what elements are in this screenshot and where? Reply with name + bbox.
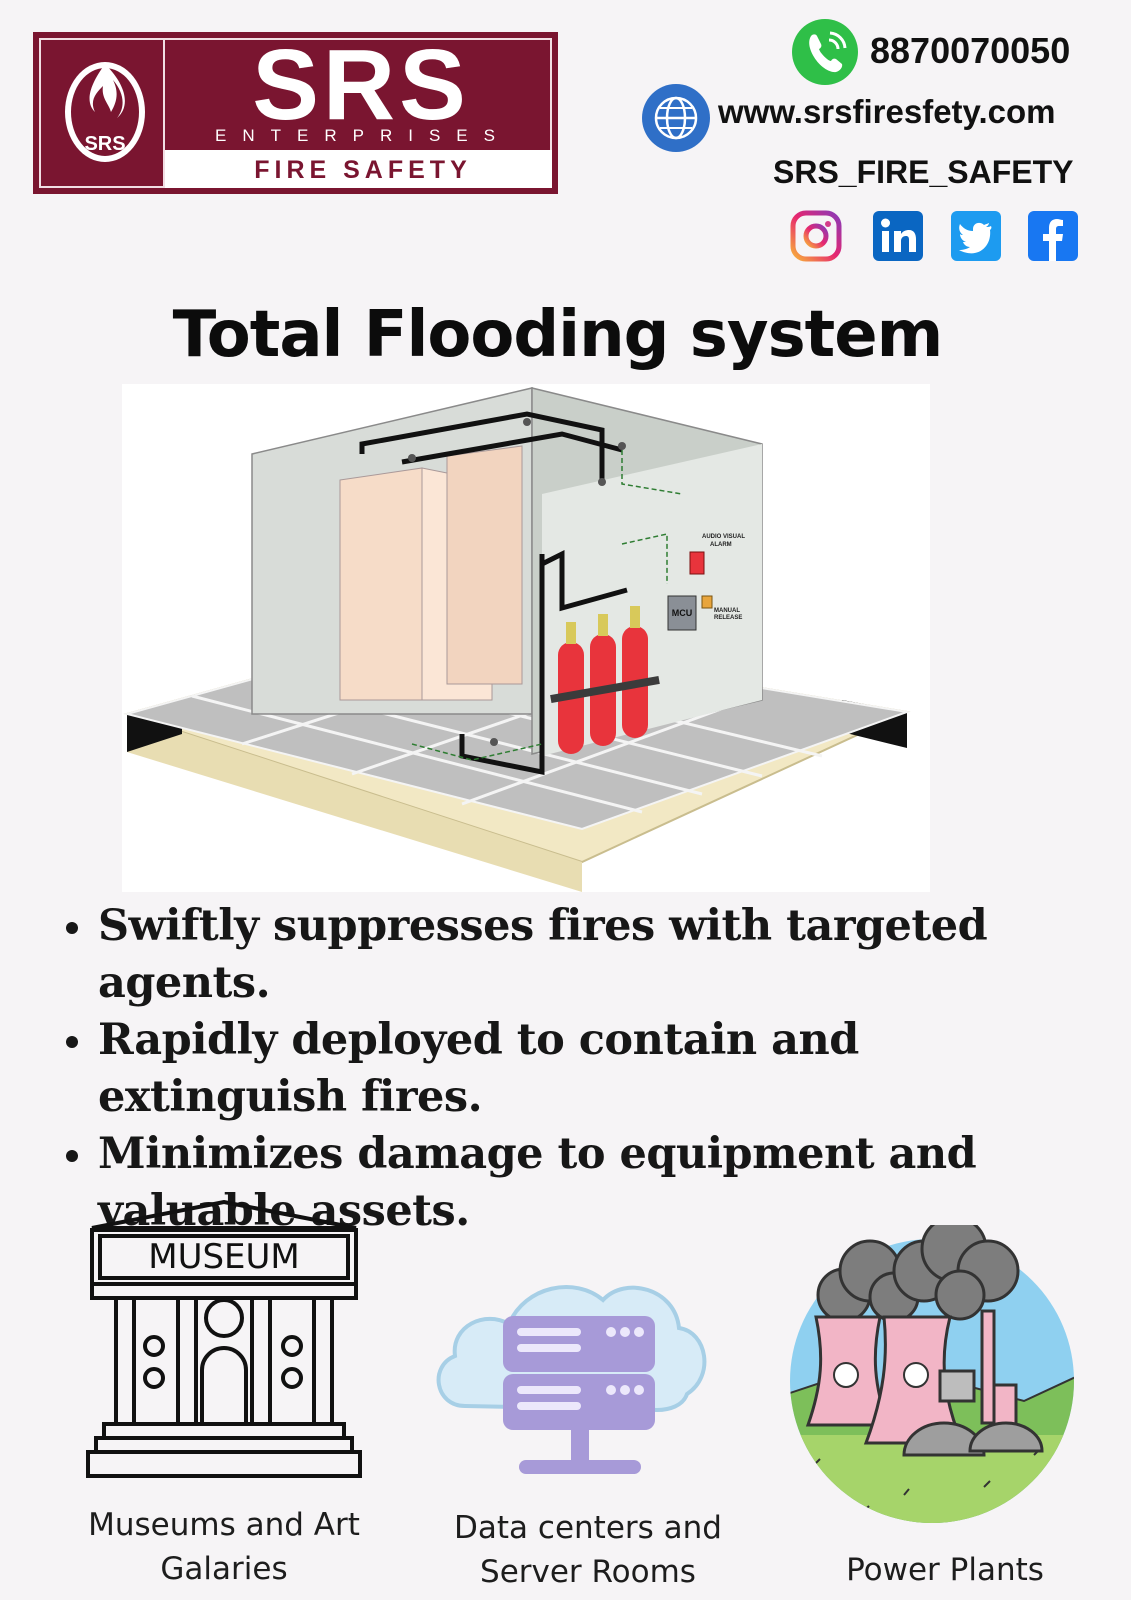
logo-tagline: FIRE SAFETY <box>254 156 472 184</box>
globe-icon[interactable] <box>640 82 712 154</box>
alarm-label-line1: AUDIO VISUAL <box>702 534 745 540</box>
page-title: Total Flooding system <box>172 298 944 372</box>
caption-line: Server Rooms <box>480 1554 696 1590</box>
social-handle: SRS_FIRE_SAFETY <box>773 154 1074 190</box>
release-label-line2: RELEASE <box>714 615 742 621</box>
phone-icon[interactable] <box>790 17 860 87</box>
bullet-dot <box>66 1150 78 1162</box>
logo-subtitle: ENTERPRISES <box>215 126 511 145</box>
caption-power-plants: Power Plants <box>846 1552 1044 1588</box>
museum-icon: MUSEUM <box>86 1200 362 1478</box>
website-link[interactable]: www.srsfiresfety.com <box>718 93 1056 130</box>
feature-list: Swiftly suppresses fires with targeted a… <box>62 898 1112 1240</box>
feature-text: Rapidly deployed to contain and extingui… <box>98 1015 859 1122</box>
linkedin-icon[interactable] <box>872 210 924 262</box>
feature-item: Rapidly deployed to contain and extingui… <box>62 1012 1112 1126</box>
cloud-server-icon <box>436 1285 707 1474</box>
bullet-dot <box>66 922 78 934</box>
logo-band <box>165 150 552 188</box>
museum-sign-text: MUSEUM <box>148 1237 300 1277</box>
instagram-icon[interactable] <box>790 210 842 262</box>
mcu-label: MCU <box>672 608 693 618</box>
release-label-line1: MANUAL <box>714 608 740 614</box>
brand-logo: SRS SRS ENTERPRISES FIRE SAFETY <box>33 29 558 194</box>
logo-divider <box>163 38 165 188</box>
alarm-label-line2: ALARM <box>710 542 732 548</box>
total-flooding-illustration: MCU AUDIO VISUAL ALARM MANUAL RELEASE <box>122 384 930 892</box>
flame-emblem-icon: SRS <box>65 62 145 162</box>
caption-museums: Museums and Art Galaries <box>59 1503 389 1591</box>
bullet-dot <box>66 1036 78 1048</box>
caption-line: Museums and Art <box>88 1507 360 1543</box>
feature-item: Swiftly suppresses fires with targeted a… <box>62 898 1112 1012</box>
facebook-icon[interactable] <box>1027 210 1079 262</box>
feature-text: Swiftly suppresses fires with targeted a… <box>98 901 988 1008</box>
caption-line: Galaries <box>160 1551 288 1587</box>
logo-emblem-text: SRS <box>84 133 125 155</box>
twitter-icon[interactable] <box>950 210 1002 262</box>
logo-brand-text: SRS <box>252 29 470 141</box>
caption-data-centers: Data centers and Server Rooms <box>423 1506 753 1594</box>
phone-number[interactable]: 8870070050 <box>870 30 1071 71</box>
gas-cylinders <box>550 606 660 754</box>
power-plant-icon <box>790 1225 1074 1523</box>
caption-line: Data centers and <box>454 1510 722 1546</box>
